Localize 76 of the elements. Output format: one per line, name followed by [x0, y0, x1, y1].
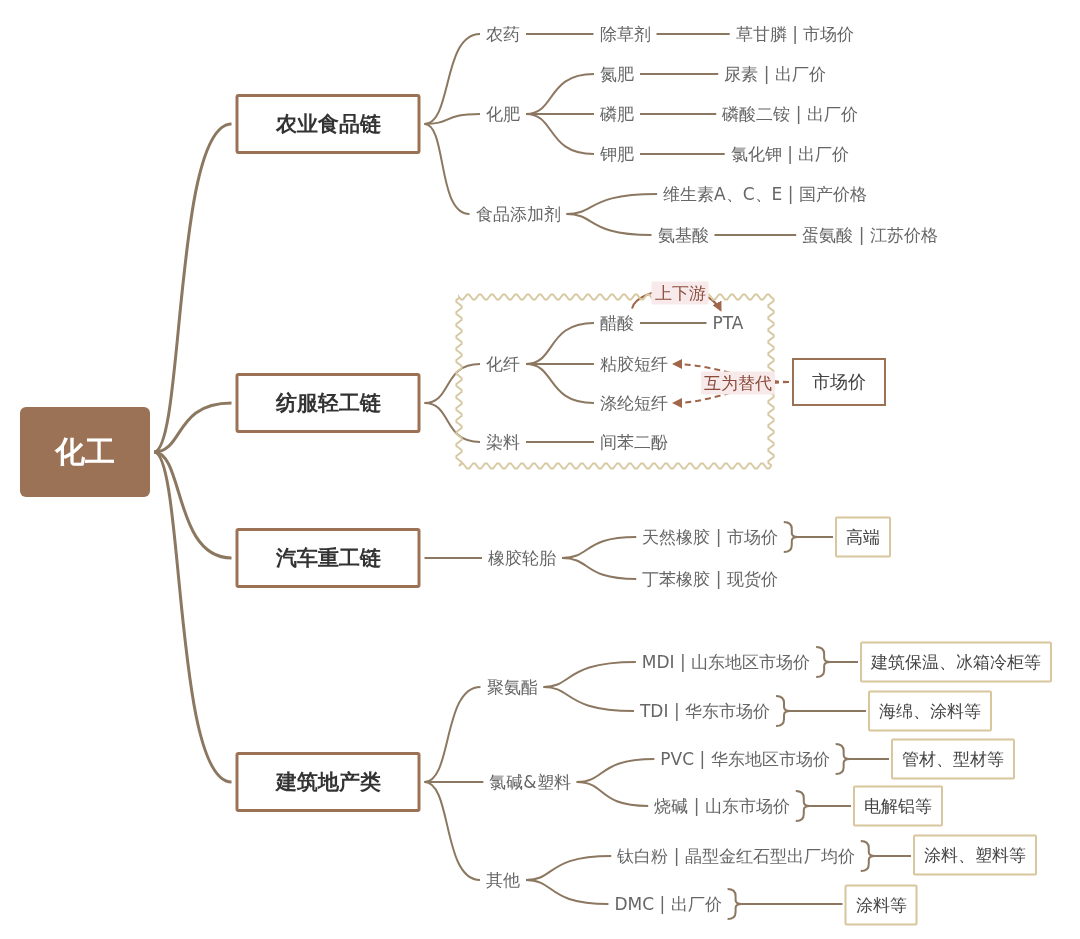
brace: [782, 521, 834, 553]
topic-label: PTA: [710, 312, 746, 334]
brace: [726, 888, 844, 920]
branch-line: [152, 450, 233, 784]
topic-label: 粘胶短纤: [598, 351, 670, 377]
branch-line: [565, 213, 653, 236]
topic-label: 烧碱 | 山东市场价: [652, 793, 792, 819]
topic-label: 氮肥: [598, 61, 636, 87]
brace: [794, 790, 852, 822]
topic-label: 聚氨酯: [484, 674, 540, 700]
topic-label: 化肥: [484, 101, 522, 127]
note-box: 管材、型材等: [891, 738, 1015, 780]
topic-label: 染料: [484, 429, 522, 455]
topic-label: 钾肥: [598, 141, 636, 167]
branch-line: [525, 33, 595, 35]
topic-label: 蛋氨酸 | 江苏价格: [800, 222, 940, 248]
brace: [859, 840, 912, 872]
branch-line: [423, 123, 471, 215]
branch-line: [713, 234, 798, 236]
topic-label: 钛白粉 | 晶型金红石型出厂均价: [615, 843, 857, 869]
topic-label: 维生素A、C、E | 国产价格: [661, 181, 869, 207]
branch-line: [639, 153, 726, 155]
branch-box: 纺服轻工链: [235, 373, 421, 433]
branch-line: [525, 441, 595, 443]
branch-line: [423, 557, 483, 559]
branch-line: [423, 402, 481, 443]
branch-line: [525, 113, 595, 155]
topic-label: 化纤: [484, 351, 522, 377]
branch-line: [525, 363, 595, 404]
topic-label: 丁苯橡胶 | 现货价: [640, 566, 780, 592]
branch-line: [639, 322, 708, 324]
branch-box: 建筑地产类: [235, 752, 421, 812]
brace: [815, 646, 859, 678]
topic-label: 除草剂: [597, 21, 653, 47]
topic-label: 磷肥: [598, 101, 636, 127]
note-box: 海绵、涂料等: [868, 690, 992, 732]
note-box: 涂料等: [844, 884, 918, 926]
topic-label: 磷酸二铵 | 出厂价: [720, 101, 860, 127]
topic-label: 尿素 | 出厂价: [722, 61, 828, 87]
note-box: 涂料、塑料等: [913, 834, 1037, 876]
topic-label: PVC | 华东地区市场价: [658, 746, 832, 772]
topic-label: 氯碱&塑料: [487, 769, 573, 795]
branch-line: [525, 879, 610, 905]
topic-label: 橡胶轮胎: [486, 545, 558, 571]
branch-line: [542, 686, 635, 712]
branch-line: [561, 557, 638, 580]
branch-box: 农业食品链: [235, 94, 421, 154]
branch-line: [153, 401, 232, 454]
edge-label: 上下游: [651, 281, 709, 305]
topic-label: 涤纶短纤: [598, 390, 670, 416]
topic-label: DMC | 出厂价: [612, 891, 724, 917]
brace: [775, 695, 867, 727]
note-box: 高端: [835, 516, 891, 558]
branch-box: 汽车重工链: [235, 528, 421, 588]
topic-label: 氯化钾 | 出厂价: [728, 141, 852, 167]
note-box: 市场价: [792, 358, 886, 406]
edge-label: 互为替代: [701, 371, 775, 395]
topic-label: TDI | 华东市场价: [638, 698, 772, 724]
branch-line: [655, 33, 731, 35]
branch-line: [639, 73, 720, 75]
topic-label: 草甘膦 | 市场价: [733, 21, 857, 47]
topic-label: 食品添加剂: [473, 201, 563, 227]
branch-line: [423, 781, 481, 881]
branch-line: [575, 781, 650, 807]
topic-label: MDI | 山东地区市场价: [639, 649, 813, 675]
topic-label: 农药: [484, 21, 522, 47]
brace: [834, 743, 890, 775]
topic-label: 醋酸: [598, 310, 636, 336]
topic-box: 化工: [20, 407, 150, 497]
topic-label: 间苯二酚: [598, 429, 670, 455]
note-box: 电解铝等: [853, 785, 943, 827]
branch-line: [639, 113, 718, 115]
note-box: 建筑保温、冰箱冷柜等: [860, 641, 1052, 683]
topic-label: 天然橡胶 | 市场价: [640, 524, 780, 550]
topic-label: 氨基酸: [655, 222, 711, 248]
topic-label: 其他: [484, 867, 522, 893]
